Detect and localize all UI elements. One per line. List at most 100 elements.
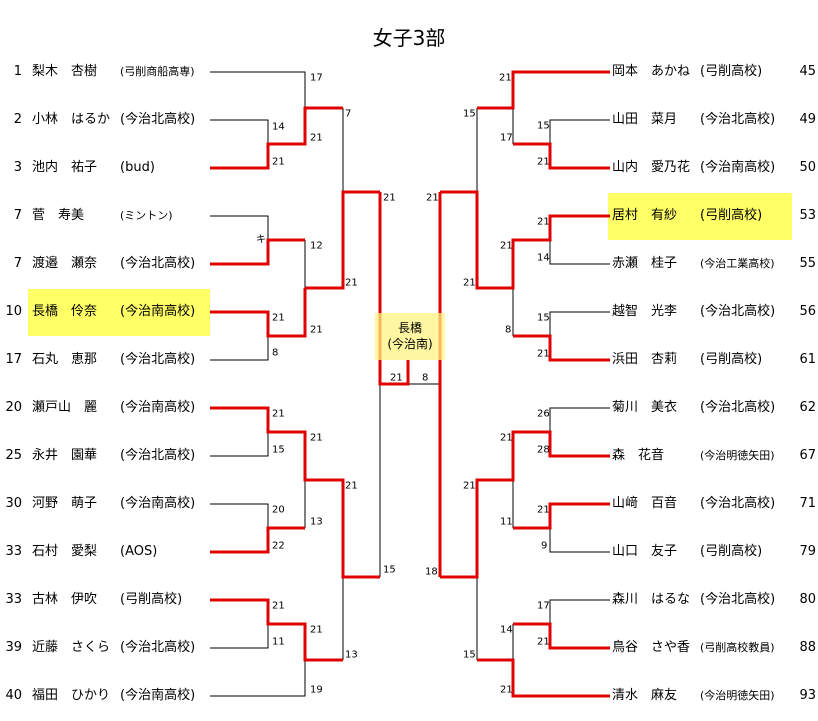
player-seed: 80 [799,592,816,607]
highlight-right-finalist [608,193,792,240]
match-score: 21 [463,480,476,492]
player-seed: 3 [13,160,22,175]
player-school: (今治北高校) [700,304,776,319]
match-score: 17 [310,72,323,84]
player-seed: 53 [799,208,816,223]
winner-path-line [477,70,610,110]
player-school: (今治北高校) [120,112,196,127]
player-name: 石丸 恵那 [32,352,98,367]
player-school: (AOS) [120,544,158,559]
right-player-row: 越智 光李 (今治北高校) 56 [0,302,818,322]
winner-path-line [513,502,610,530]
match-score: 11 [500,516,513,528]
bracket-line [210,624,269,649]
bracket-line [549,311,610,336]
player-school: (弓削高校) [700,352,763,367]
match-score: 26 [537,408,550,420]
player-name: 清水 麻友 [612,688,678,703]
left-player-row: 39 近藤 さくら (今治北高校) [0,638,210,658]
player-name: 福田 ひかり [32,688,111,703]
match-score: 21 [537,156,550,168]
match-score: 21 [272,600,285,612]
winner-path-line [513,334,610,362]
player-school: (弓削商船高専) [120,65,195,78]
champion-school: (今治南) [387,337,433,351]
match-score: 15 [463,649,476,661]
match-score: 18 [425,566,438,578]
player-school: (今治南高校) [120,400,196,415]
player-name: 石村 愛梨 [32,544,98,559]
match-score: 21 [463,277,476,289]
player-school: (今治北高校) [120,640,196,655]
player-school: (弓削高校) [700,208,763,223]
match-score: 21 [310,132,323,144]
player-school: (bud) [120,160,155,175]
match-score: 14 [500,624,513,636]
page-title: 女子3部 [372,26,446,50]
player-name: 山内 愛乃花 [612,160,691,175]
match-score: 14 [537,252,550,264]
winner-path-line [210,526,305,554]
match-score: 21 [500,684,513,696]
player-seed: 33 [5,544,22,559]
player-school: (弓削高校) [700,544,763,559]
bracket-line [210,215,269,240]
bracket-line [210,660,306,697]
winner-path-line [305,190,380,290]
player-school: (今治明徳矢田) [700,449,775,462]
left-player-row: 25 永井 園華 (今治北高校) [0,446,210,466]
match-score: 11 [272,636,285,648]
right-player-row: 山﨑 百音 (今治北高校) 71 [0,494,818,514]
left-player-row: 40 福田 ひかり (今治南高校) [0,686,210,706]
left-player-row: 2 小林 はるか (今治北高校) [0,110,210,130]
match-score: 21 [537,504,550,516]
match-score: 15 [537,312,550,324]
bracket-line [549,599,610,624]
player-name: 瀬戸山 麗 [32,400,98,415]
right-player-row: 赤瀬 桂子 (今治工業高校) 55 [0,254,818,274]
winner-path-line [440,190,610,290]
winner-path-line [210,598,343,662]
player-seed: 88 [799,640,816,655]
left-player-row: 33 石村 愛梨 (AOS) [0,542,210,562]
player-name: 菅 寿美 [32,208,85,223]
player-seed: 10 [5,304,22,319]
left-player-row: 10 長橋 伶奈 (今治南高校) [0,302,210,322]
player-name: 渡邉 瀬奈 [32,256,98,271]
player-name: 浜田 杏莉 [612,352,678,367]
match-score: 21 [310,624,323,636]
player-school: (弓削高校) [700,64,763,79]
right-player-row: 岡本 あかね (弓削高校) 45 [0,62,818,82]
player-name: 長橋 伶奈 [32,304,98,319]
player-name: 山﨑 百音 [612,496,678,511]
player-name: 小林 はるか [32,112,111,127]
player-name: 赤瀬 桂子 [612,256,678,271]
player-name: 近藤 さくら [32,640,111,655]
right-player-row: 居村 有紗 (弓削高校) 53 [0,206,818,226]
player-seed: 20 [5,400,22,415]
match-score: 17 [500,132,513,144]
player-name: 岡本 あかね [612,64,691,79]
match-score: 20 [272,504,285,516]
player-school: (今治北高校) [700,592,776,607]
right-player-row: 森川 はるな (今治北高校) 80 [0,590,818,610]
champion-box: 長橋 (今治南) [375,313,445,360]
left-player-row: 17 石丸 恵那 (今治北高校) [0,350,210,370]
match-score: 21 [272,408,285,420]
player-name: 山田 菜月 [612,112,678,127]
player-school: (弓削高校教員) [700,641,775,654]
player-seed: 39 [5,640,22,655]
match-score: 14 [272,121,285,133]
bracket-line [549,407,610,432]
match-score: 21 [537,216,550,228]
right-player-row: 鳥谷 さや香 (弓削高校教員) 88 [0,638,818,658]
match-score: 21 [272,156,285,168]
player-seed: 93 [799,688,816,703]
bracket-line [210,336,269,361]
bracket-line [210,432,269,457]
match-score: 21 [537,636,550,648]
winner-path-line [440,430,610,579]
player-seed: 50 [799,160,816,175]
player-school: (今治南高校) [120,688,196,703]
